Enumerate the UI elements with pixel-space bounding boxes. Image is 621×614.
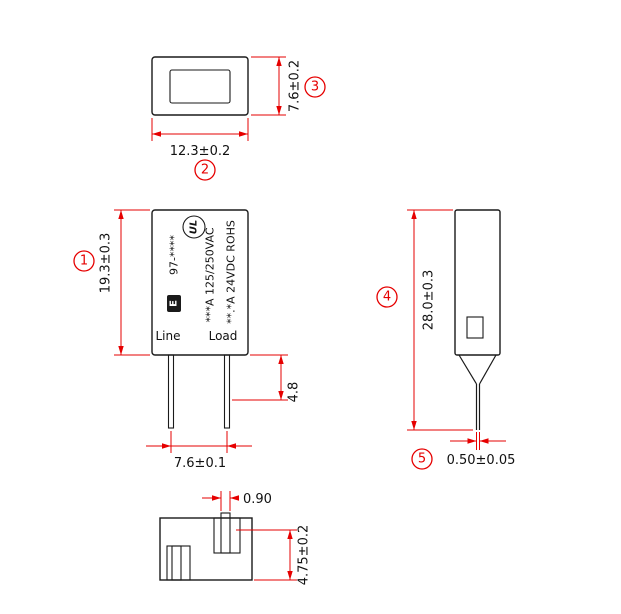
arrowhead xyxy=(276,57,282,66)
side-view-body xyxy=(454,209,501,356)
dim-pin-width: 0.90 xyxy=(243,492,272,507)
pin-left xyxy=(167,354,175,429)
arrowhead xyxy=(411,210,417,219)
dim-body-depth: 7.6±0.2 xyxy=(288,60,303,112)
rating-ac: ***A 125/250VAC xyxy=(204,227,217,322)
arrowhead xyxy=(287,571,293,580)
dim-body-height: 19.3±0.3 xyxy=(99,233,114,294)
callout-5-circle xyxy=(411,448,433,470)
callout-3-circle xyxy=(304,76,326,98)
bottom-view-outline xyxy=(159,517,253,581)
arrowhead xyxy=(278,355,284,364)
callout-2: 2 xyxy=(201,163,209,178)
dim-pin-pitch: 7.6±0.1 xyxy=(174,456,226,471)
arrowhead xyxy=(230,495,239,501)
callout-4: 4 xyxy=(383,290,391,305)
callout-3: 3 xyxy=(311,80,319,95)
arrowhead xyxy=(162,443,171,449)
dim-pin-thickness: 0.50±0.05 xyxy=(447,453,516,468)
arrowhead xyxy=(278,391,284,400)
arrowhead xyxy=(227,443,236,449)
top-view-window xyxy=(169,69,231,104)
side-view: 28.0±0.3 4 0.50±0.05 5 xyxy=(376,209,516,470)
arrowhead xyxy=(118,346,124,355)
pin-section-right xyxy=(220,512,231,554)
callout-5: 5 xyxy=(418,452,426,467)
arrowhead xyxy=(411,421,417,430)
logo-letter: E xyxy=(169,300,180,307)
arrowhead xyxy=(479,438,489,444)
line-label: Line xyxy=(155,329,180,343)
front-view-body xyxy=(151,209,249,356)
arrowhead xyxy=(276,106,282,115)
top-view: 7.6±0.2 3 12.3±0.2 2 xyxy=(151,56,326,181)
side-view-hole xyxy=(466,316,484,339)
dim-overall-height: 28.0±0.3 xyxy=(422,270,437,331)
top-view-outline xyxy=(151,56,249,116)
front-view: E UL 97-**** ***A 125/250VAC **.*A 24VDC… xyxy=(73,209,302,471)
arrowhead xyxy=(467,438,477,444)
ul-logo-circle xyxy=(182,215,206,239)
bottom-view: 0.90 4.75±0.2 xyxy=(159,491,312,586)
arrowhead xyxy=(287,530,293,539)
ul-logo: UL xyxy=(189,220,200,235)
arrowhead xyxy=(212,495,221,501)
pin-bend-right xyxy=(478,354,497,385)
rating-dc: **.*A 24VDC ROHS xyxy=(225,220,238,324)
dim-pin-shoulder: 4.8 xyxy=(287,382,302,403)
callout-4-circle xyxy=(376,286,398,308)
pin-bend-left xyxy=(458,354,478,385)
manufacturer-logo xyxy=(167,295,181,312)
load-label: Load xyxy=(209,329,238,343)
callout-1-circle xyxy=(73,250,95,272)
pin-section-left xyxy=(171,545,182,581)
pin-right xyxy=(223,354,231,429)
callout-2-circle xyxy=(194,159,216,181)
arrowhead xyxy=(239,131,248,137)
callout-1: 1 xyxy=(80,254,88,269)
arrowhead xyxy=(118,210,124,219)
arrowhead xyxy=(152,131,161,137)
dim-body-width: 12.3±0.2 xyxy=(170,144,231,159)
dim-pin-offset: 4.75±0.2 xyxy=(297,525,312,586)
part-number: 97-**** xyxy=(168,235,181,275)
